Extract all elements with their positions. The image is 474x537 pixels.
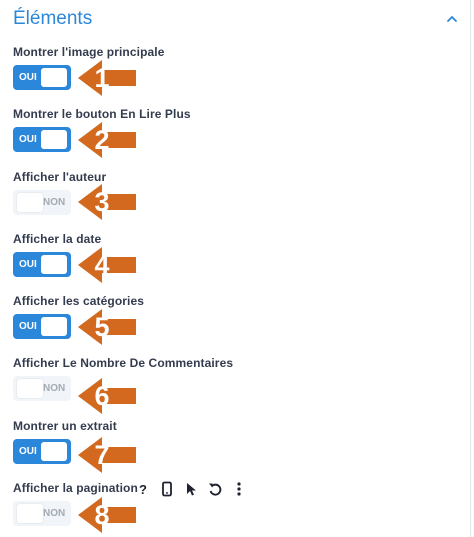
toggle-knob xyxy=(41,317,67,336)
annotation-number: 2 xyxy=(94,125,110,155)
more-vertical-icon[interactable] xyxy=(230,480,248,498)
toggle-comments[interactable]: NON xyxy=(13,376,71,401)
toggle-state: NON xyxy=(43,508,66,519)
annotation-number: 8 xyxy=(94,500,110,530)
svg-text:?: ? xyxy=(139,482,147,497)
annotation-number: 3 xyxy=(94,187,110,217)
toggle-knob xyxy=(17,379,43,398)
annotation-arrow-4: 4 xyxy=(78,246,138,284)
toggle-excerpt[interactable]: OUI xyxy=(13,439,71,464)
annotation-number: 6 xyxy=(94,381,110,411)
option-label-image: Montrer l'image principale xyxy=(13,45,165,59)
annotation-number: 5 xyxy=(94,312,110,342)
option-label-author: Afficher l'auteur xyxy=(13,170,107,184)
toggle-state: OUI xyxy=(19,72,37,83)
toggle-knob xyxy=(17,193,43,212)
panel-divider xyxy=(470,0,471,537)
toggle-categories[interactable]: OUI xyxy=(13,314,71,339)
toggle-state: OUI xyxy=(19,321,37,332)
elements-panel-header[interactable]: Éléments xyxy=(0,0,474,40)
option-label-comments: Afficher Le Nombre De Commentaires xyxy=(13,356,234,370)
annotation-arrow-8: 8 xyxy=(78,496,138,534)
annotation-number: 4 xyxy=(94,250,110,280)
chevron-up-icon[interactable] xyxy=(446,12,458,24)
toggle-state: NON xyxy=(43,197,66,208)
annotation-arrow-6: 6 xyxy=(78,377,138,415)
toggle-knob xyxy=(41,255,67,274)
toggle-state: NON xyxy=(43,383,66,394)
toggle-knob xyxy=(41,68,67,87)
toggle-state: OUI xyxy=(19,134,37,145)
annotation-number: 7 xyxy=(94,440,110,470)
annotation-arrow-1: 1 xyxy=(78,59,138,97)
annotation-number: 1 xyxy=(94,63,110,93)
option-label-date: Afficher la date xyxy=(13,232,102,246)
option-label-categories: Afficher les catégories xyxy=(13,294,145,308)
panel-title: Éléments xyxy=(13,8,93,29)
annotation-arrow-5: 5 xyxy=(78,308,138,346)
help-icon[interactable]: ? xyxy=(134,480,152,498)
toggle-knob xyxy=(17,504,43,523)
toggle-date[interactable]: OUI xyxy=(13,252,71,277)
toggle-state: OUI xyxy=(19,446,37,457)
toggle-pagination[interactable]: NON xyxy=(13,501,71,526)
toggle-more-button[interactable]: OUI xyxy=(13,127,71,152)
option-label-more-button: Montrer le bouton En Lire Plus xyxy=(13,107,191,121)
undo-icon[interactable] xyxy=(206,480,224,498)
annotation-arrow-7: 7 xyxy=(78,436,138,474)
toggle-image[interactable]: OUI xyxy=(13,65,71,90)
mobile-icon[interactable] xyxy=(158,480,176,498)
annotation-arrow-2: 2 xyxy=(78,121,138,159)
toggle-author[interactable]: NON xyxy=(13,190,71,215)
toggle-knob xyxy=(41,442,67,461)
toggle-state: OUI xyxy=(19,259,37,270)
toggle-knob xyxy=(41,130,67,149)
cursor-icon[interactable] xyxy=(182,480,200,498)
option-label-excerpt: Montrer un extrait xyxy=(13,419,117,433)
option-label-pagination: Afficher la pagination xyxy=(13,481,138,495)
annotation-arrow-3: 3 xyxy=(78,183,138,221)
